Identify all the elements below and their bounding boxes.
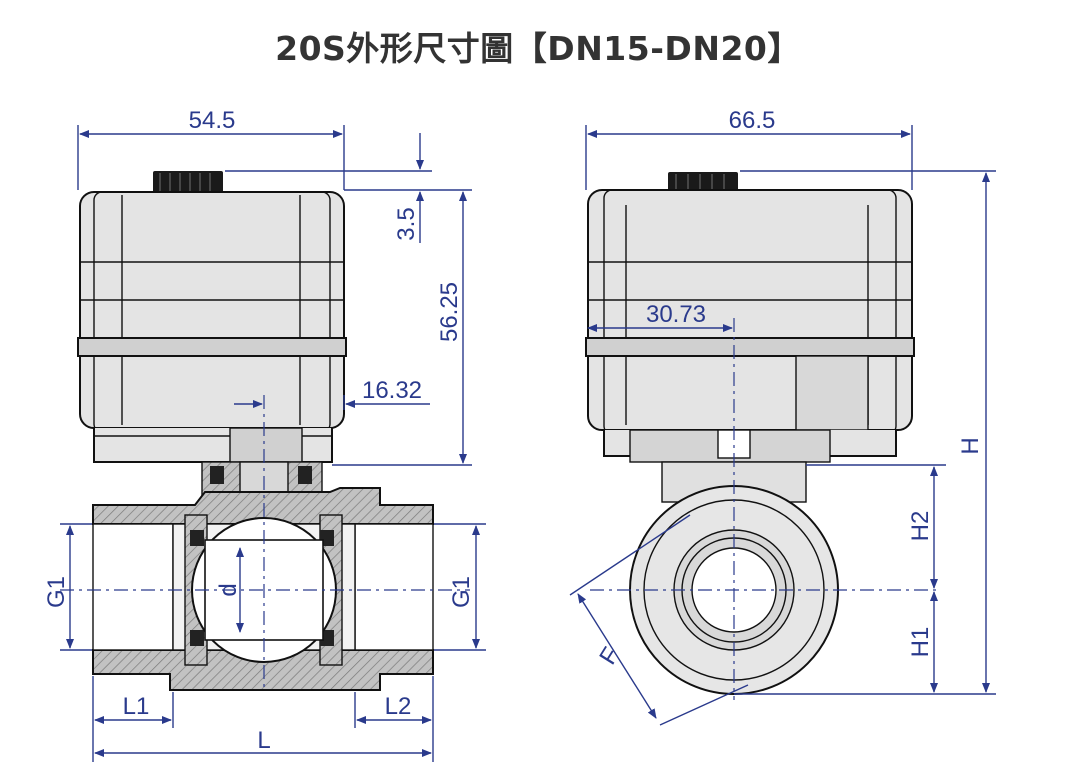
dim-width-side: 66.5: [585, 107, 913, 190]
dim-height-front: 56.25: [332, 189, 472, 466]
side-actuator-housing: [585, 189, 915, 457]
dim-h1: H1: [907, 591, 938, 693]
dim-g1-left-label: G1: [43, 576, 70, 608]
dim-l-total: L: [92, 727, 432, 762]
dim-width-front-label: 54.5: [189, 107, 236, 134]
dim-h2: H2: [806, 464, 946, 589]
dim-l2: L2: [354, 676, 434, 762]
dim-h2-label: H2: [907, 511, 934, 542]
dim-axis-offset-front-label: 16.32: [362, 377, 422, 404]
side-view: 66.5 30.73 H H2 H1 F: [569, 107, 996, 726]
dim-top-offset: 3.5: [225, 133, 432, 243]
actuator-knob: [153, 171, 223, 193]
dim-bore: d: [215, 547, 244, 633]
dim-bore-label: d: [215, 583, 242, 596]
dim-g1-right-label: G1: [448, 576, 475, 608]
dim-f-label: F: [594, 643, 625, 670]
dim-l2-label: L2: [385, 693, 412, 720]
dim-height-front-label: 56.25: [436, 282, 463, 342]
dim-top-offset-label: 3.5: [393, 207, 420, 240]
dim-g1-right: G1: [434, 523, 486, 651]
dim-h-total-label: H: [957, 437, 984, 454]
front-view: 54.5 3.5 56.25 16.32 G1: [43, 107, 486, 762]
dim-l-total-label: L: [257, 727, 270, 754]
dim-l1: L1: [92, 676, 174, 728]
dim-l1-label: L1: [123, 693, 150, 720]
dim-g1-left: G1: [43, 523, 92, 651]
dim-axis-offset-side: 30.73: [587, 301, 733, 332]
page-title: 20S外形尺寸圖【DN15-DN20】: [275, 29, 801, 68]
dim-width-front: 54.5: [77, 107, 345, 190]
dim-axis-offset-front: 16.32: [234, 377, 430, 410]
actuator-housing: [77, 191, 347, 463]
dim-axis-offset-side-label: 30.73: [646, 301, 706, 328]
dim-h-total: H: [734, 170, 996, 695]
dim-h1-label: H1: [907, 627, 934, 658]
dim-width-side-label: 66.5: [729, 107, 776, 134]
